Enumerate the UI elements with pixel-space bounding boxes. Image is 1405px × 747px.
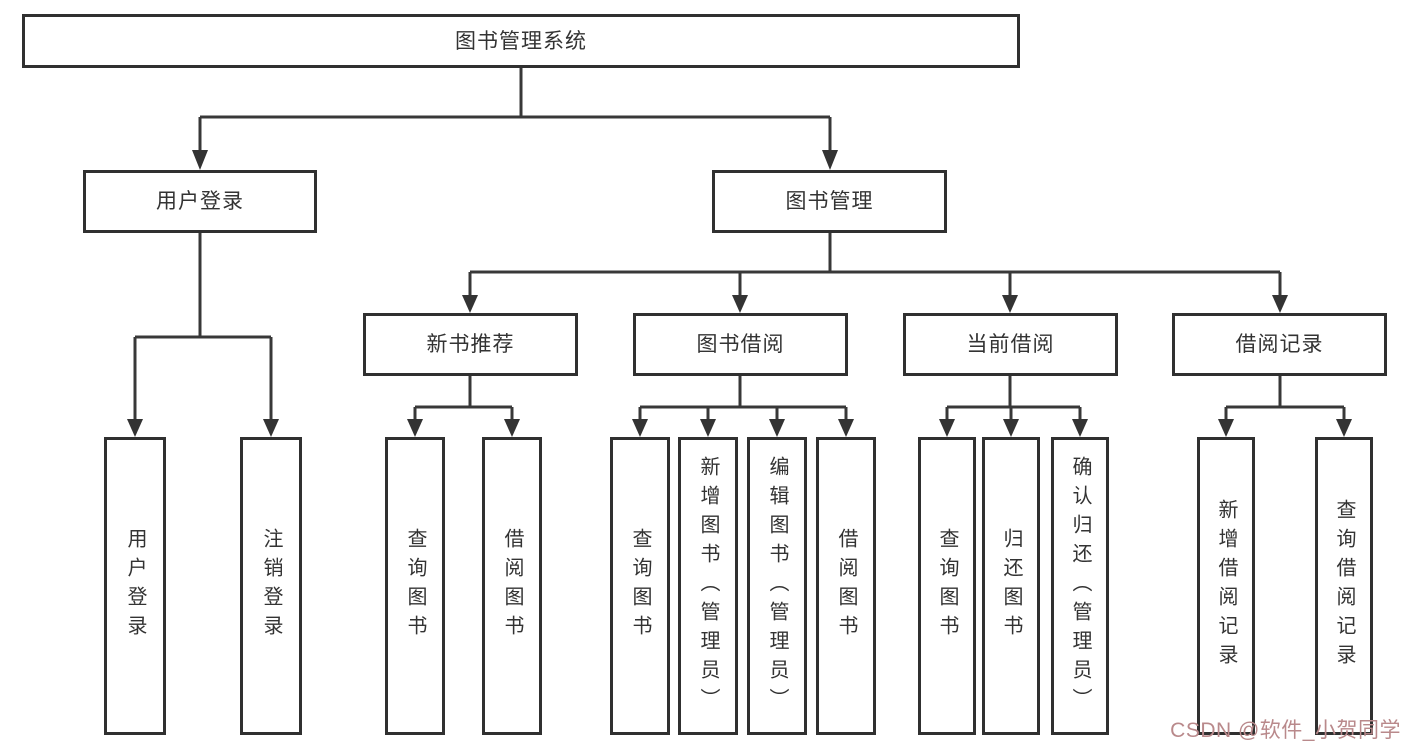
connector-book-mgmt-to-level3 (462, 233, 1288, 313)
connector-borrow-records-to-leaves (1218, 376, 1352, 437)
leaf-label: 查询图书 (404, 528, 426, 644)
connector-current-borrow-to-leaves (939, 376, 1088, 437)
connector-book-borrow-to-leaves (632, 376, 854, 437)
leaf-query-books-current: 查询图书 (918, 437, 976, 735)
leaf-label: 归还图书 (1000, 528, 1022, 644)
node-book-borrowing: 图书借阅 (633, 313, 848, 376)
leaf-label: 编辑图书（管理员） (766, 455, 788, 717)
leaf-logout: 注销登录 (240, 437, 302, 735)
node-book-management: 图书管理 (712, 170, 947, 233)
node-current-borrowing: 当前借阅 (903, 313, 1118, 376)
leaf-query-borrow-record: 查询借阅记录 (1315, 437, 1373, 735)
node-label: 图书借阅 (696, 333, 785, 356)
node-root-library-system: 图书管理系统 (22, 14, 1020, 68)
leaf-label: 查询图书 (936, 528, 958, 644)
leaf-add-borrow-record: 新增借阅记录 (1197, 437, 1255, 735)
leaf-label: 新增借阅记录 (1215, 499, 1237, 673)
leaf-edit-books-admin: 编辑图书（管理员） (747, 437, 807, 735)
leaf-borrow-books: 借阅图书 (816, 437, 876, 735)
leaf-confirm-return-admin: 确认归还（管理员） (1051, 437, 1109, 735)
leaf-query-books-borrow: 查询图书 (610, 437, 670, 735)
leaf-add-books-admin: 新增图书（管理员） (678, 437, 738, 735)
node-borrowing-records: 借阅记录 (1172, 313, 1387, 376)
leaf-query-books-recommend: 查询图书 (385, 437, 445, 735)
node-user-login: 用户登录 (83, 170, 317, 233)
leaf-label: 用户登录 (124, 528, 146, 644)
connector-root-to-level2 (192, 68, 838, 170)
leaf-label: 查询图书 (629, 528, 651, 644)
node-label: 图书管理 (785, 190, 874, 213)
watermark: CSDN @软件_小贺同学 (1170, 719, 1401, 742)
leaf-label: 借阅图书 (835, 528, 857, 644)
connector-user-login-to-leaves (127, 233, 279, 437)
connector-new-books-to-leaves (407, 376, 520, 437)
node-new-book-recommend: 新书推荐 (363, 313, 578, 376)
node-label: 新书推荐 (426, 333, 515, 356)
node-label: 用户登录 (156, 190, 244, 213)
leaf-label: 查询借阅记录 (1333, 499, 1355, 673)
leaf-return-books: 归还图书 (982, 437, 1040, 735)
leaf-label: 确认归还（管理员） (1069, 455, 1091, 717)
leaf-borrow-books-recommend: 借阅图书 (482, 437, 542, 735)
node-label: 图书管理系统 (455, 29, 587, 53)
leaf-label: 借阅图书 (501, 528, 523, 644)
leaf-label: 注销登录 (260, 528, 282, 644)
node-label: 当前借阅 (966, 333, 1055, 356)
leaf-label: 新增图书（管理员） (697, 455, 719, 717)
leaf-user-login: 用户登录 (104, 437, 166, 735)
node-label: 借阅记录 (1235, 333, 1324, 356)
